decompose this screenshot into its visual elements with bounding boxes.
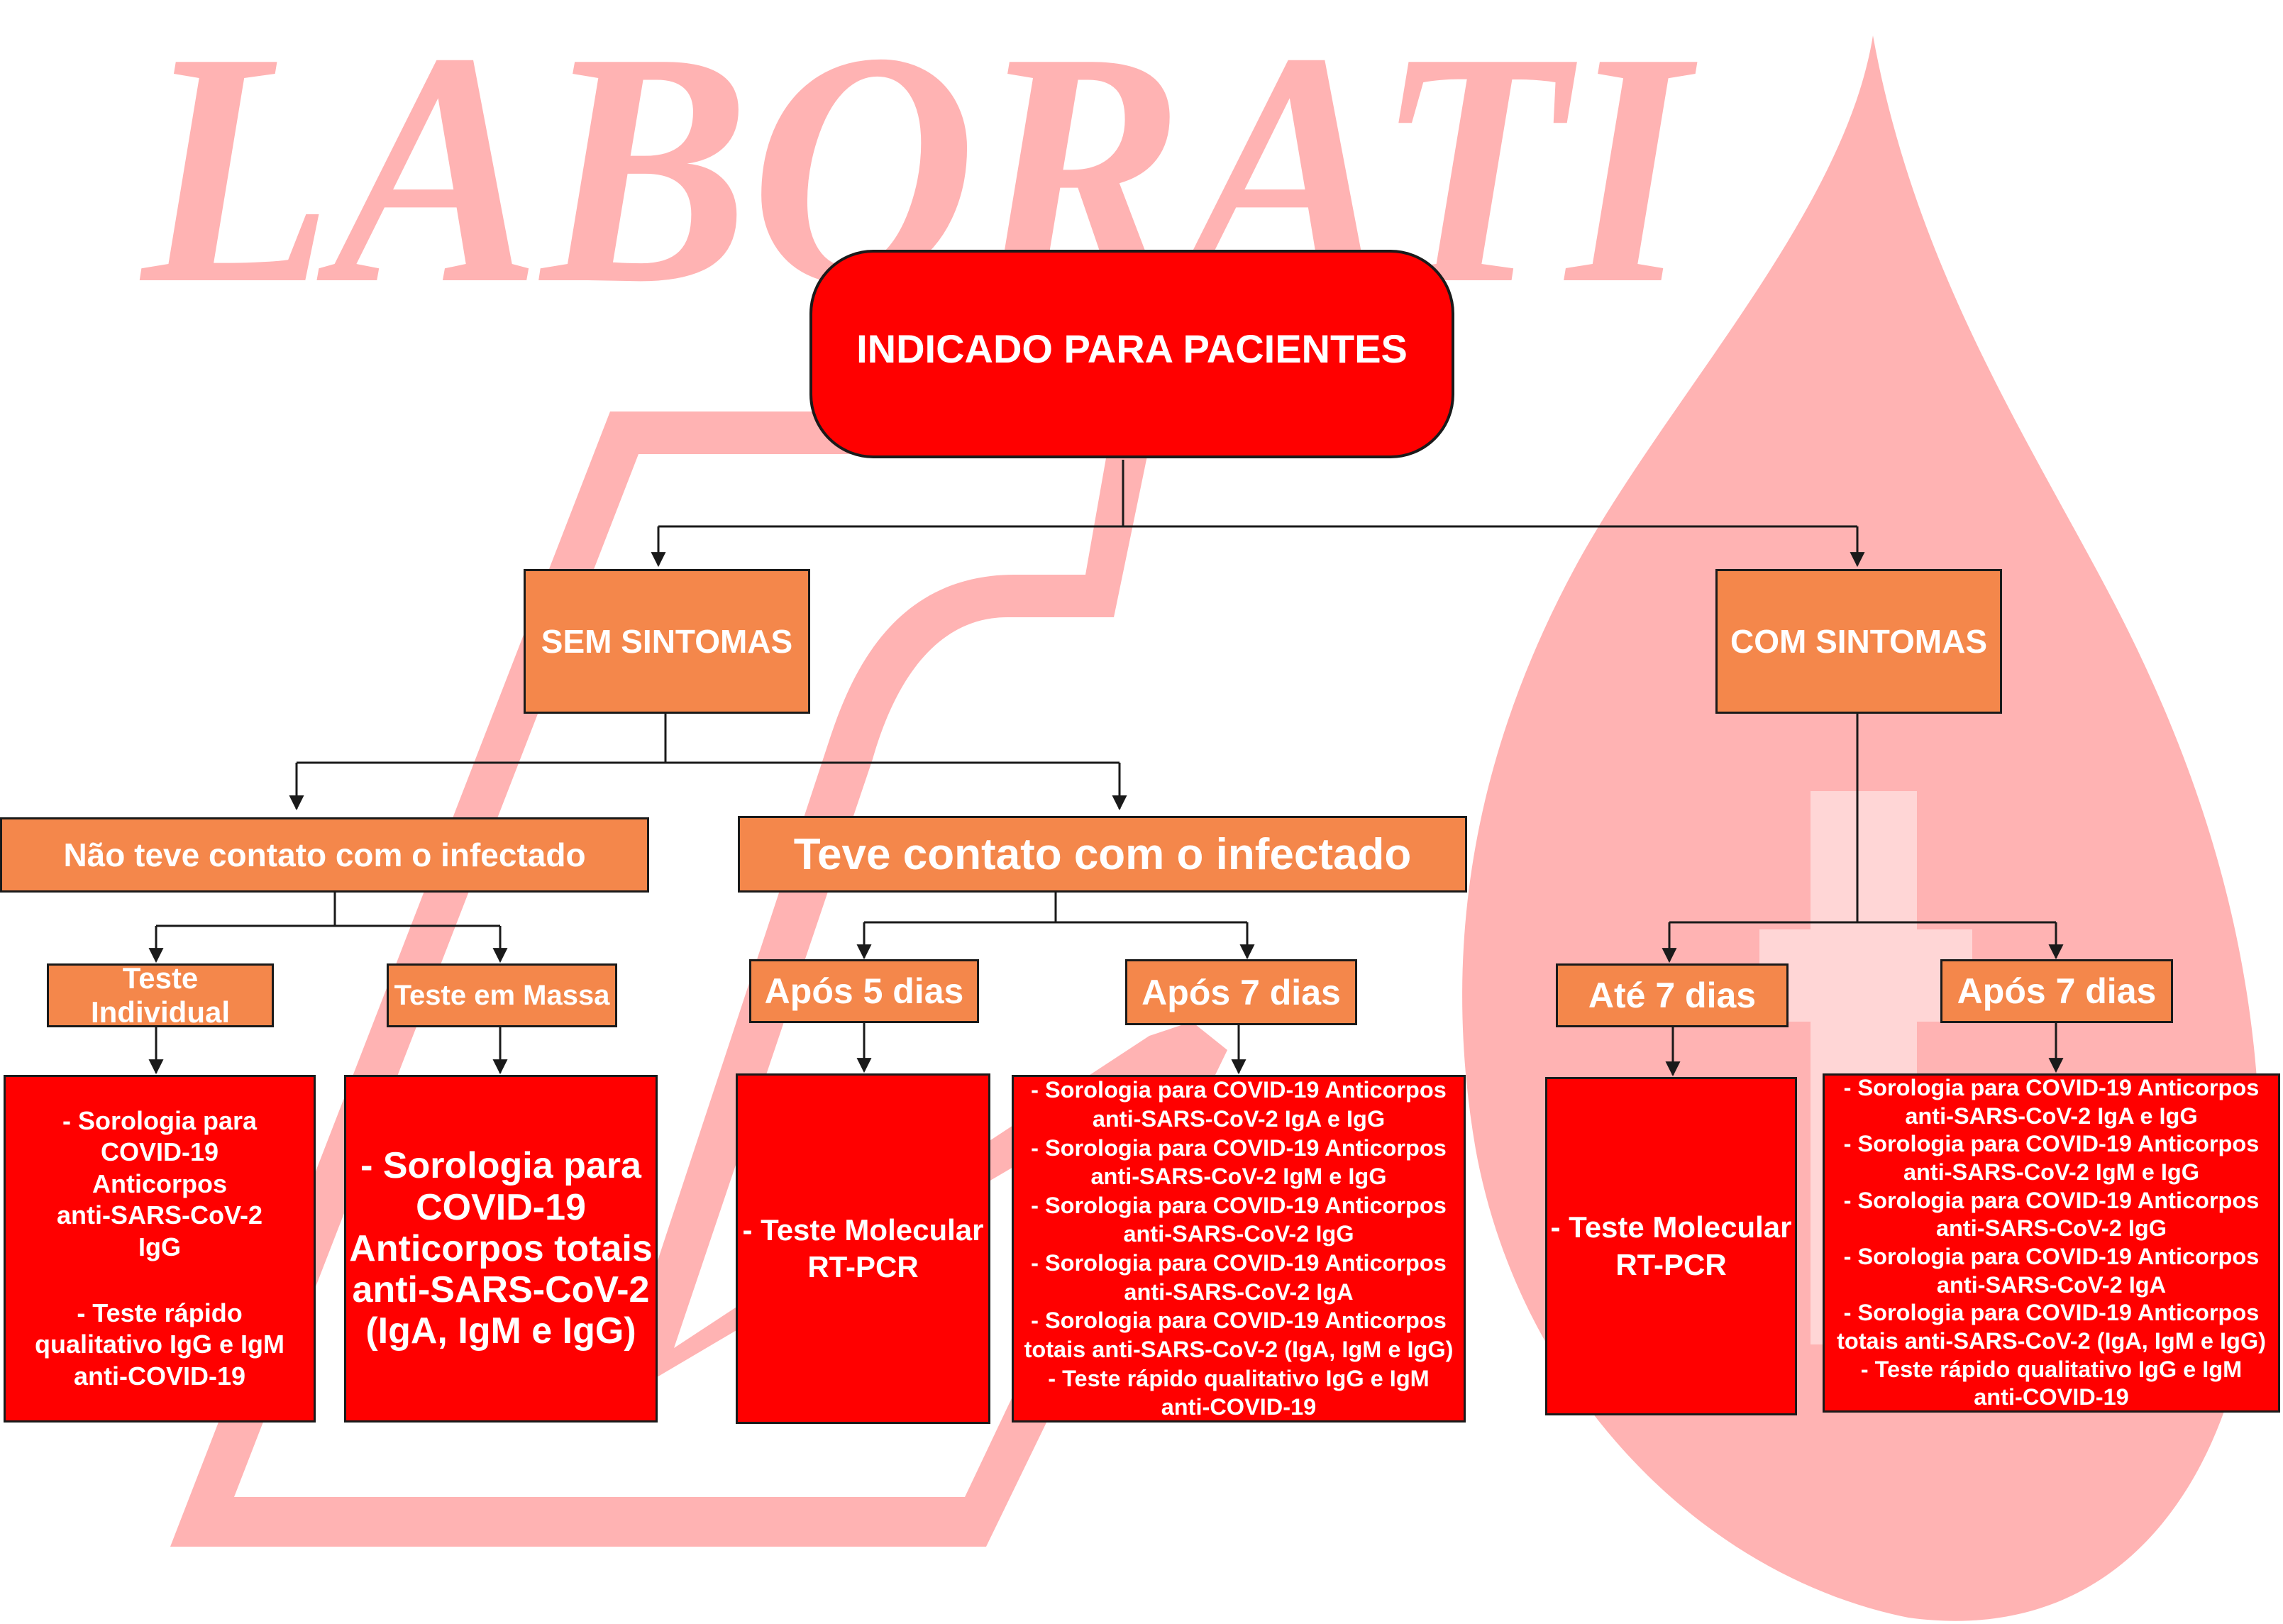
result-line: Anticorpos totais bbox=[349, 1227, 653, 1269]
apos-7-dias-node: Após 7 dias bbox=[1125, 959, 1357, 1025]
apos-5-dias-label: Após 5 dias bbox=[764, 971, 964, 1011]
teste-massa-label: Teste em Massa bbox=[394, 979, 610, 1011]
result-line: anti-COVID-19 bbox=[1974, 1384, 2129, 1410]
result-line: anti-COVID-19 bbox=[1161, 1394, 1317, 1420]
result-line: - Sorologia para COVID-19 Anticorpos bbox=[1031, 1134, 1447, 1161]
connector-sem-sintomas bbox=[297, 714, 1120, 764]
result-line: totais anti-SARS-CoV-2 (IgA, IgM e IgG) bbox=[1024, 1336, 1454, 1362]
result-line: - Sorologia para COVID-19 Anticorpos bbox=[1843, 1075, 2260, 1101]
result-line: - Sorologia para COVID-19 Anticorpos bbox=[1031, 1077, 1447, 1103]
l-frame-shape bbox=[170, 411, 1227, 1547]
result-line: - Sorologia para COVID-19 Anticorpos bbox=[1843, 1131, 2260, 1157]
connector-teve-contato bbox=[864, 893, 1247, 924]
result-line: - Sorologia para COVID-19 Anticorpos bbox=[1031, 1308, 1447, 1334]
com-apos-7-dias-label: Após 7 dias bbox=[1957, 971, 2157, 1011]
com-sintomas-label: COM SINTOMAS bbox=[1730, 623, 1988, 660]
result-line: - Sorologia para bbox=[360, 1145, 641, 1187]
result-line: totais anti-SARS-CoV-2 (IgA, IgM e IgG) bbox=[1837, 1327, 2266, 1354]
teve-contato-node: Teve contato com o infectado bbox=[738, 816, 1467, 893]
root-node: INDICADO PARA PACIENTES bbox=[809, 250, 1454, 458]
com-sintomas-node: COM SINTOMAS bbox=[1715, 569, 2002, 714]
result-line: RT-PCR bbox=[1615, 1247, 1727, 1281]
result-line: anti-SARS-CoV-2 IgG bbox=[1935, 1215, 2167, 1242]
connector-com-sintomas bbox=[1669, 714, 2056, 924]
result-line: qualitativo IgG e IgM bbox=[34, 1330, 285, 1359]
cross-horizontal-shape bbox=[1759, 929, 1972, 1022]
result-line: anti-SARS-CoV-2 bbox=[56, 1200, 263, 1230]
sem-sintomas-label: SEM SINTOMAS bbox=[541, 623, 793, 660]
result-teste-individual: - Sorologia para COVID-19 Anticorpos ant… bbox=[4, 1075, 316, 1423]
result-line: - Sorologia para COVID-19 Anticorpos bbox=[1031, 1250, 1447, 1276]
result-line: anti-COVID-19 bbox=[73, 1361, 246, 1391]
teste-individual-node: Teste Individual bbox=[47, 961, 274, 1029]
result-line: anti-SARS-CoV-2 IgA bbox=[1124, 1278, 1354, 1305]
result-line: COVID-19 bbox=[100, 1137, 219, 1167]
sem-sintomas-node: SEM SINTOMAS bbox=[524, 569, 810, 714]
result-com-apos-7-dias: - Sorologia para COVID-19 Anticorpos ant… bbox=[1823, 1073, 2280, 1413]
result-line: anti-SARS-CoV-2 IgA e IgG bbox=[1905, 1103, 2198, 1129]
connector-nao-contato bbox=[156, 893, 500, 927]
root-label: INDICADO PARA PACIENTES bbox=[856, 326, 1408, 371]
teste-individual-label: Teste Individual bbox=[90, 961, 230, 1029]
result-line: anti-SARS-CoV-2 bbox=[352, 1269, 650, 1311]
result-apos-7-dias: - Sorologia para COVID-19 Anticorpos ant… bbox=[1012, 1075, 1466, 1423]
result-line: - Teste rápido bbox=[77, 1298, 243, 1327]
result-line: - Teste rápido qualitativo IgG e IgM bbox=[1048, 1365, 1430, 1391]
result-apos-5-dias: - Teste Molecular RT-PCR bbox=[736, 1073, 990, 1424]
ate-7-dias-node: Até 7 dias bbox=[1556, 963, 1789, 1027]
result-line: - Teste Molecular bbox=[742, 1213, 984, 1247]
result-line: anti-SARS-CoV-2 IgA bbox=[1936, 1271, 2167, 1298]
result-line: - Sorologia para COVID-19 Anticorpos bbox=[1843, 1300, 2260, 1326]
result-line: - Teste Molecular bbox=[1550, 1210, 1792, 1244]
connector-root bbox=[658, 460, 1857, 528]
result-line: COVID-19 bbox=[416, 1186, 586, 1228]
result-line: anti-SARS-CoV-2 IgA e IgG bbox=[1092, 1105, 1386, 1132]
result-line: anti-SARS-CoV-2 IgG bbox=[1123, 1221, 1354, 1247]
result-line: - Sorologia para COVID-19 Anticorpos bbox=[1843, 1244, 2260, 1269]
com-apos-7-dias-node: Após 7 dias bbox=[1940, 959, 2173, 1023]
result-line: (IgA, IgM e IgG) bbox=[365, 1310, 636, 1352]
teve-contato-label: Teve contato com o infectado bbox=[793, 829, 1412, 879]
result-line: IgG bbox=[138, 1232, 181, 1261]
result-line: - Teste rápido qualitativo IgG e IgM bbox=[1860, 1356, 2243, 1382]
result-line: anti-SARS-CoV-2 IgM e IgG bbox=[1090, 1164, 1387, 1190]
result-line: RT-PCR bbox=[807, 1250, 919, 1283]
apos-5-dias-node: Após 5 dias bbox=[749, 959, 979, 1023]
teste-massa-node: Teste em Massa bbox=[387, 963, 617, 1027]
result-teste-massa: - Sorologia para COVID-19 Anticorpos tot… bbox=[344, 1075, 658, 1423]
result-line: anti-SARS-CoV-2 IgM e IgG bbox=[1903, 1159, 2200, 1186]
nao-teve-contato-label: Não teve contato com o infectado bbox=[63, 836, 586, 873]
result-line: Anticorpos bbox=[92, 1169, 227, 1198]
nao-teve-contato-node: Não teve contato com o infectado bbox=[0, 817, 649, 893]
result-ate-7-dias: - Teste Molecular RT-PCR bbox=[1545, 1077, 1797, 1415]
result-line: - Sorologia para COVID-19 Anticorpos bbox=[1843, 1187, 2260, 1213]
result-line: - Sorologia para COVID-19 Anticorpos bbox=[1031, 1192, 1447, 1218]
result-line: - Sorologia para bbox=[62, 1105, 258, 1135]
ate-7-dias-label: Até 7 dias bbox=[1588, 976, 1757, 1015]
apos-7-dias-label: Após 7 dias bbox=[1142, 972, 1341, 1012]
